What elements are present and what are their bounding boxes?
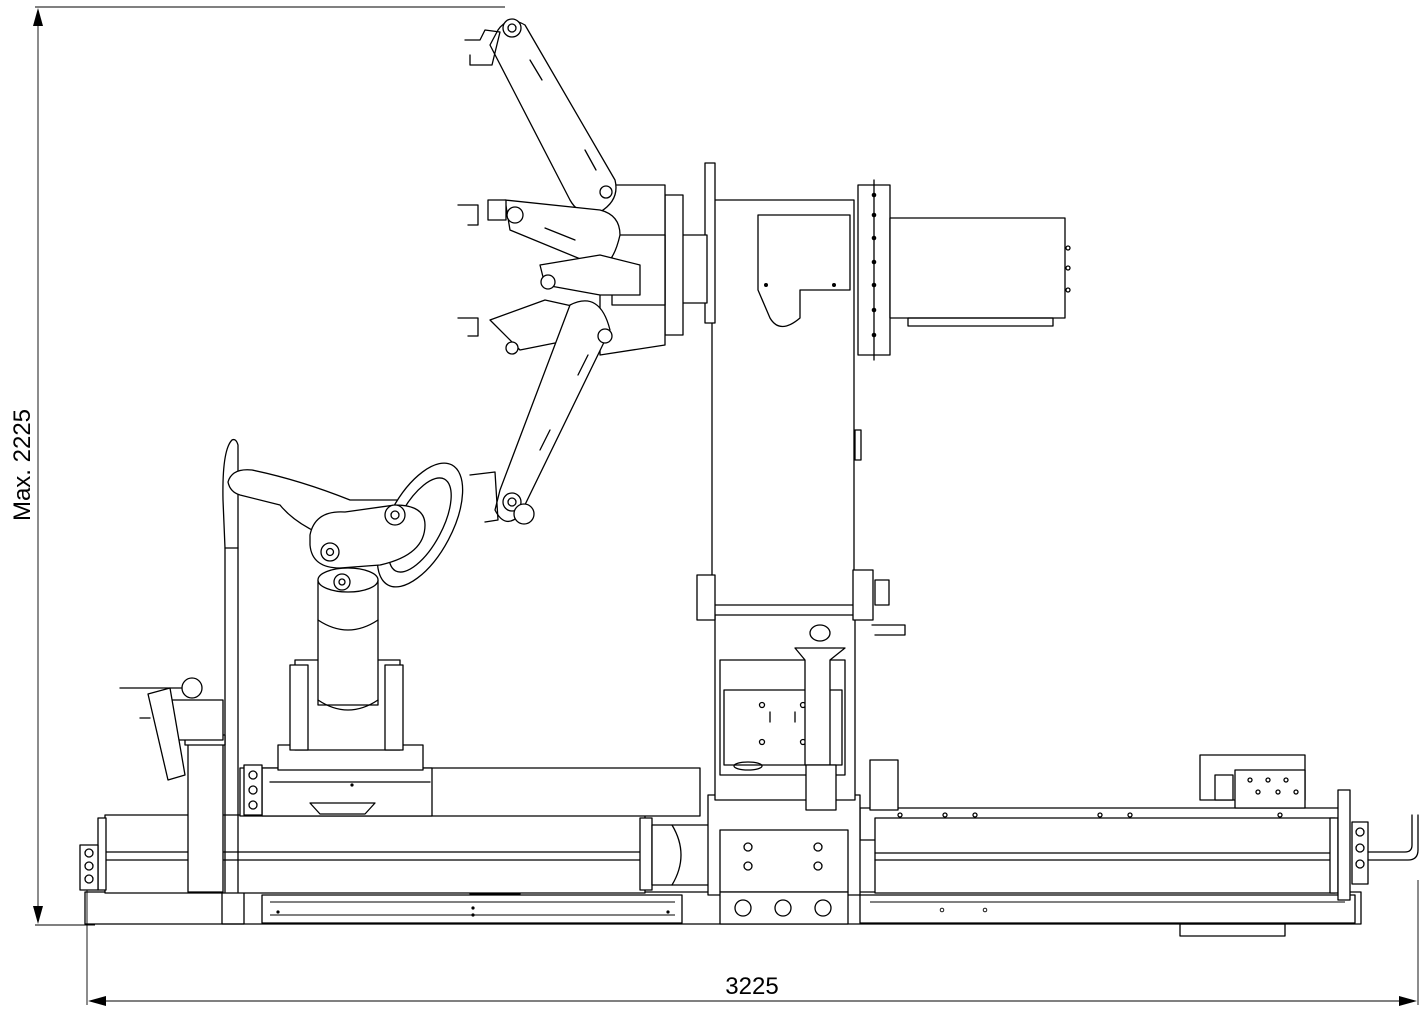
tool-post bbox=[119, 438, 239, 893]
lower-clamp-arm bbox=[457, 299, 613, 525]
main-column bbox=[696, 162, 906, 925]
width-dimension: 3225 bbox=[86, 850, 1419, 1006]
bead-breaker-column bbox=[277, 567, 424, 771]
base-frame bbox=[84, 887, 1362, 937]
motor-unit bbox=[857, 179, 1071, 361]
middle-clamp-arm bbox=[457, 199, 641, 296]
right-cylinder bbox=[859, 754, 1419, 901]
upper-clamp-arm bbox=[464, 18, 617, 215]
width-dimension-label: 3225 bbox=[725, 973, 778, 1000]
carriage bbox=[239, 764, 701, 817]
height-dimension-label: Max. 2225 bbox=[9, 409, 36, 521]
left-cylinder bbox=[79, 814, 723, 894]
height-dimension: Max. 2225 bbox=[9, 6, 505, 926]
bead-breaker-disc-arm bbox=[227, 462, 464, 588]
